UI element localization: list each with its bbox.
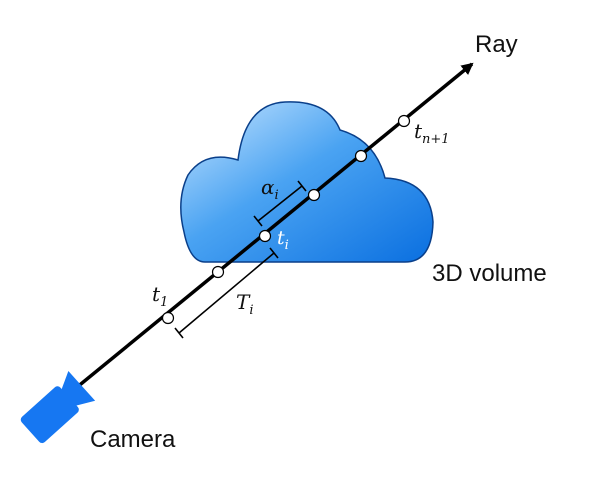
sample-point bbox=[161, 311, 175, 325]
camera-label: Camera bbox=[90, 426, 176, 453]
camera-icon bbox=[20, 371, 96, 444]
transmittance-interval-bracket bbox=[174, 247, 279, 339]
sample-point bbox=[307, 188, 321, 202]
t-first-label: t1 bbox=[152, 282, 168, 310]
cloud-volume bbox=[180, 101, 434, 263]
volume-label: 3D volume bbox=[432, 260, 547, 287]
t-i-label: ti bbox=[277, 227, 289, 253]
sample-point bbox=[211, 265, 225, 279]
alpha-interval-bracket bbox=[253, 180, 307, 227]
T-i-label: Ti bbox=[236, 290, 254, 318]
sample-point bbox=[354, 149, 368, 163]
t-last-label: tn+1 bbox=[414, 119, 450, 147]
sample-points bbox=[161, 114, 411, 325]
alpha-i-label: αi bbox=[261, 175, 279, 203]
cloud-shape bbox=[180, 101, 434, 263]
ray-label: Ray bbox=[475, 31, 518, 58]
sample-point bbox=[397, 114, 411, 128]
sample-point bbox=[258, 229, 272, 243]
